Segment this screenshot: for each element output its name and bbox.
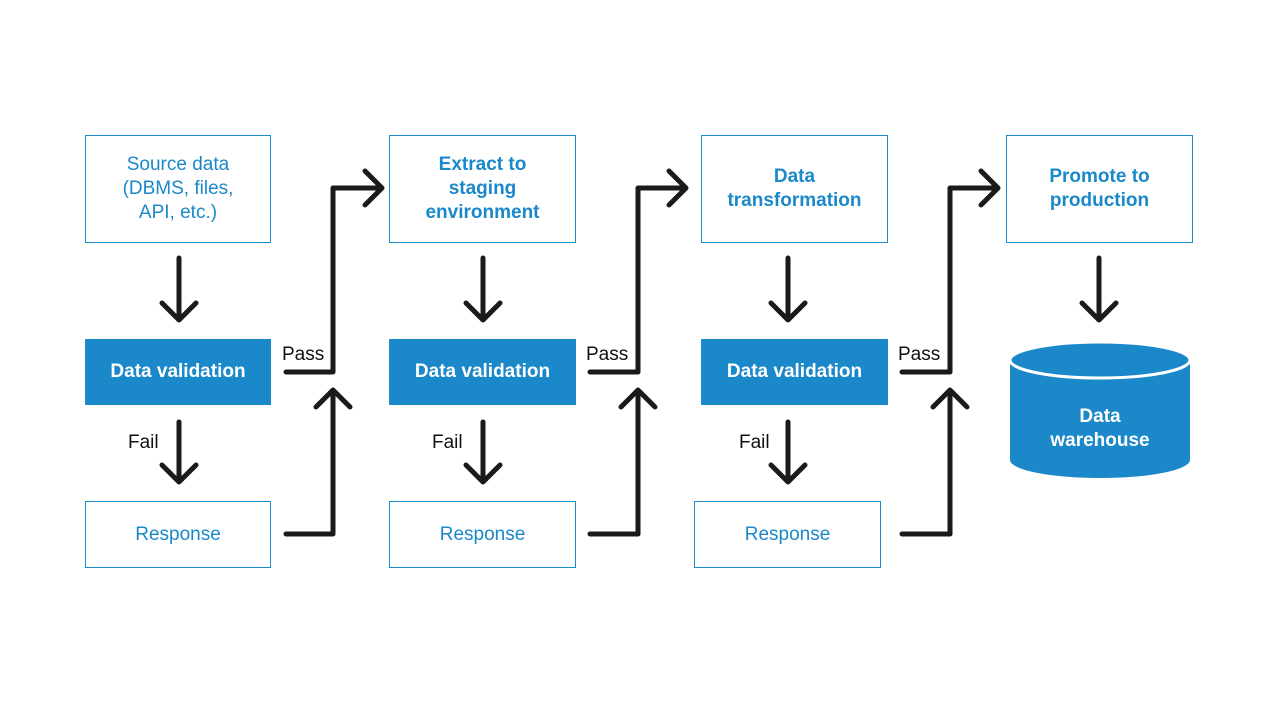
data-validation-2: Data validation bbox=[389, 339, 576, 405]
stage-data-transformation: Data transformation bbox=[701, 135, 888, 243]
response-1: Response bbox=[85, 501, 271, 568]
stage-source-data: Source data (DBMS, files, API, etc.) bbox=[85, 135, 271, 243]
arrow-response-2 bbox=[587, 387, 658, 537]
arrow-down-stage1 bbox=[159, 255, 199, 323]
fail-label-2: Fail bbox=[432, 432, 463, 453]
arrow-pass-3 bbox=[899, 168, 1001, 375]
pass-label-1: Pass bbox=[282, 344, 325, 365]
arrow-response-3 bbox=[899, 387, 970, 537]
arrow-fail-2 bbox=[463, 419, 503, 485]
arrow-down-stage2 bbox=[463, 255, 503, 323]
arrow-down-stage4 bbox=[1079, 255, 1119, 323]
response-3: Response bbox=[694, 501, 881, 568]
data-warehouse-label: Data warehouse bbox=[1050, 406, 1150, 451]
arrow-fail-1 bbox=[159, 419, 199, 485]
stage-promote-to-production: Promote to production bbox=[1006, 135, 1193, 243]
data-warehouse-cylinder-top bbox=[1008, 340, 1192, 380]
response-2: Response bbox=[389, 501, 576, 568]
arrow-response-1 bbox=[283, 387, 353, 537]
arrow-down-stage3 bbox=[768, 255, 808, 323]
data-validation-1: Data validation bbox=[85, 339, 271, 405]
data-validation-3: Data validation bbox=[701, 339, 888, 405]
arrow-fail-3 bbox=[768, 419, 808, 485]
stage-extract-to-staging: Extract to staging environment bbox=[389, 135, 576, 243]
fail-label-3: Fail bbox=[739, 432, 770, 453]
arrow-pass-2 bbox=[587, 168, 689, 375]
pass-label-3: Pass bbox=[898, 344, 941, 365]
fail-label-1: Fail bbox=[128, 432, 159, 453]
pass-label-2: Pass bbox=[586, 344, 629, 365]
arrow-pass-1 bbox=[283, 168, 385, 375]
